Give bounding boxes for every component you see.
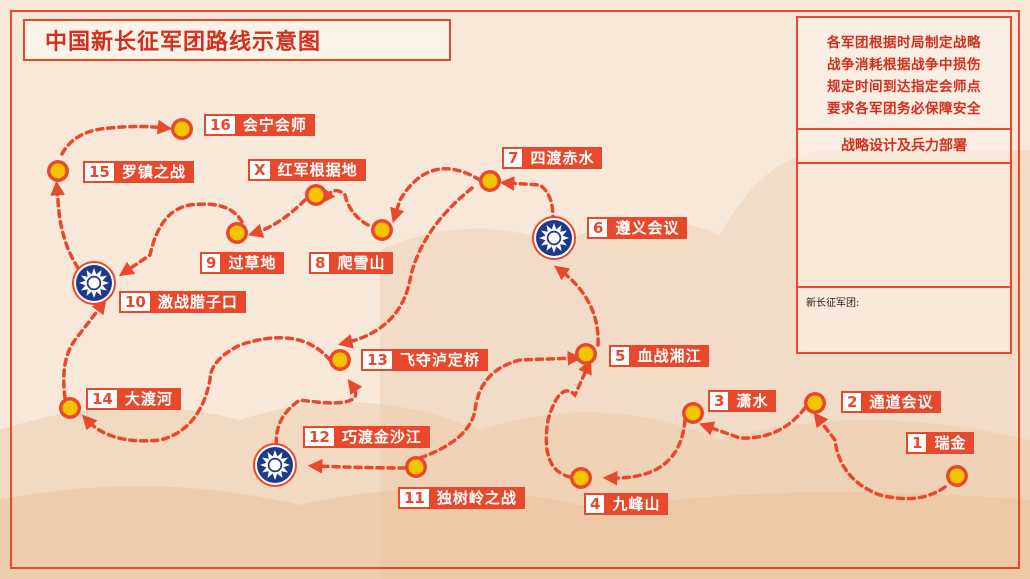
station-name: 过草地 bbox=[222, 252, 285, 274]
station-node bbox=[570, 467, 592, 489]
route-segment bbox=[499, 176, 555, 246]
station-name: 巧渡金沙江 bbox=[335, 426, 430, 448]
station-label[interactable]: 10 激战腊子口 bbox=[119, 291, 246, 313]
station-number: 14 bbox=[86, 388, 119, 410]
station-number: 6 bbox=[587, 217, 610, 239]
station-number: 11 bbox=[398, 487, 431, 509]
station-label[interactable]: 5 血战湘江 bbox=[609, 345, 710, 367]
station-number: 10 bbox=[119, 291, 152, 313]
station-node bbox=[946, 465, 968, 487]
route-segment bbox=[248, 198, 307, 238]
strategy-area[interactable] bbox=[798, 164, 1010, 288]
station-name: 激战腊子口 bbox=[151, 291, 246, 313]
route-segment bbox=[544, 359, 592, 479]
station-node bbox=[371, 219, 393, 241]
station-name: 飞夺泸定桥 bbox=[393, 349, 488, 371]
station-number: 3 bbox=[708, 390, 731, 412]
route-segment bbox=[82, 335, 332, 443]
station-number: 7 bbox=[502, 147, 525, 169]
station-label[interactable]: 7 四渡赤水 bbox=[502, 147, 603, 169]
route-segment bbox=[813, 412, 947, 501]
station-node bbox=[575, 343, 597, 365]
rules-section: 各军团根据时局制定战略 战争消耗根据战争中损伤 规定时间到达指定会师点 要求各军… bbox=[798, 18, 1010, 130]
station-label[interactable]: X 红军根据地 bbox=[248, 159, 366, 181]
station-name: 爬雪山 bbox=[331, 252, 394, 274]
station-name: 潇水 bbox=[730, 390, 777, 412]
station-node bbox=[305, 184, 327, 206]
station-name: 血战湘江 bbox=[631, 345, 710, 367]
station-label[interactable]: 3 潇水 bbox=[708, 390, 777, 412]
station-number: 9 bbox=[200, 252, 223, 274]
station-name: 罗镇之战 bbox=[115, 161, 194, 183]
station-number: 13 bbox=[361, 349, 394, 371]
route-segment bbox=[320, 187, 370, 227]
station-number: 2 bbox=[841, 391, 864, 413]
station-name: 会宁会师 bbox=[236, 114, 315, 136]
rule-line: 战争消耗根据战争中损伤 bbox=[827, 57, 981, 73]
page-title: 中国新长征军团路线示意图 bbox=[45, 30, 322, 55]
emblem-icon bbox=[72, 261, 116, 305]
station-node bbox=[59, 397, 81, 419]
map-frame bbox=[10, 10, 1020, 569]
station-number: 16 bbox=[204, 114, 237, 136]
station-label[interactable]: 9 过草地 bbox=[200, 252, 285, 274]
station-number: 15 bbox=[83, 161, 116, 183]
route-segment bbox=[307, 458, 407, 474]
rule-line: 各军团根据时局制定战略 bbox=[827, 35, 981, 51]
army-label: 新长征军团: bbox=[806, 298, 860, 309]
info-panel: 各军团根据时局制定战略 战争消耗根据战争中损伤 规定时间到达指定会师点 要求各军… bbox=[796, 16, 1012, 354]
station-node bbox=[329, 349, 351, 371]
station-number: 12 bbox=[303, 426, 336, 448]
station-number: X bbox=[248, 159, 272, 181]
station-name: 遵义会议 bbox=[609, 217, 688, 239]
route-segment bbox=[337, 186, 474, 349]
station-label[interactable]: 16 会宁会师 bbox=[204, 114, 315, 136]
route-segment bbox=[62, 299, 107, 400]
station-number: 1 bbox=[906, 432, 929, 454]
station-label[interactable]: 14 大渡河 bbox=[86, 388, 181, 410]
station-name: 瑞金 bbox=[928, 432, 975, 454]
title-box: 中国新长征军团路线示意图 bbox=[23, 19, 451, 61]
station-name: 四渡赤水 bbox=[524, 147, 603, 169]
station-name: 独树岭之战 bbox=[430, 487, 525, 509]
strategy-title: 战略设计及兵力部署 bbox=[798, 130, 1010, 164]
station-label[interactable]: 2 通道会议 bbox=[841, 391, 942, 413]
station-number: 4 bbox=[584, 493, 607, 515]
station-node bbox=[405, 456, 427, 478]
route-segment bbox=[118, 202, 244, 277]
route-segment bbox=[554, 265, 600, 347]
station-label[interactable]: 4 九峰山 bbox=[584, 493, 669, 515]
station-number: 8 bbox=[309, 252, 332, 274]
station-label[interactable]: 11 独树岭之战 bbox=[398, 487, 525, 509]
rule-line: 要求各军团务必保障安全 bbox=[827, 101, 981, 117]
station-name: 红军根据地 bbox=[271, 159, 366, 181]
station-label[interactable]: 8 爬雪山 bbox=[309, 252, 394, 274]
station-number: 5 bbox=[609, 345, 632, 367]
route-segment bbox=[60, 119, 173, 156]
emblem-icon bbox=[253, 443, 297, 487]
station-node bbox=[47, 160, 69, 182]
station-name: 大渡河 bbox=[118, 388, 181, 410]
station-name: 九峰山 bbox=[606, 493, 669, 515]
route-segment bbox=[602, 418, 687, 486]
station-label[interactable]: 12 巧渡金沙江 bbox=[303, 426, 430, 448]
station-label[interactable]: 1 瑞金 bbox=[906, 432, 975, 454]
route-segment bbox=[50, 180, 80, 270]
station-node bbox=[226, 222, 248, 244]
rule-line: 规定时间到达指定会师点 bbox=[827, 79, 981, 95]
station-label[interactable]: 6 遵义会议 bbox=[587, 217, 688, 239]
route-segment bbox=[418, 350, 583, 460]
route-segment bbox=[274, 379, 363, 457]
station-node bbox=[479, 170, 501, 192]
station-node bbox=[804, 392, 826, 414]
station-label[interactable]: 15 罗镇之战 bbox=[83, 161, 194, 183]
station-node bbox=[171, 118, 193, 140]
route-segment bbox=[390, 167, 482, 224]
station-name: 通道会议 bbox=[863, 391, 942, 413]
route-segment bbox=[699, 406, 807, 440]
station-node bbox=[682, 402, 704, 424]
station-label[interactable]: 13 飞夺泸定桥 bbox=[361, 349, 488, 371]
emblem-icon bbox=[532, 216, 576, 260]
